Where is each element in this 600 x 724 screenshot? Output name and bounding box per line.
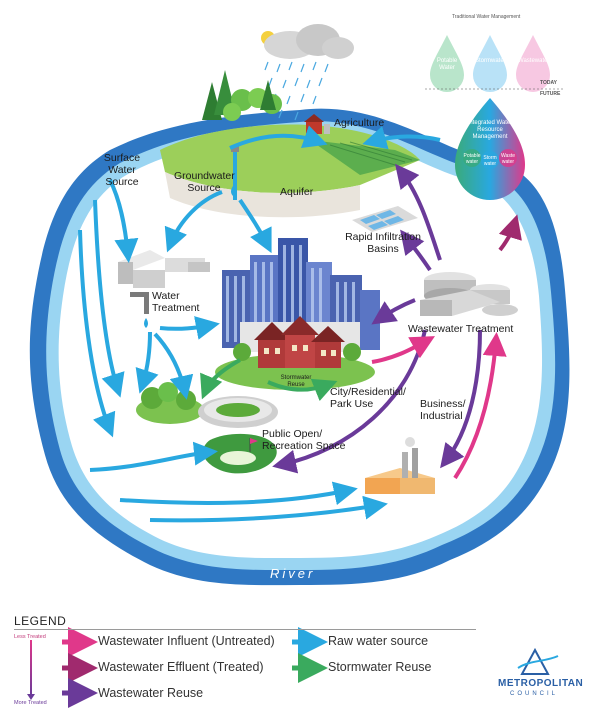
wastewater-treatment-label: Wastewater Treatment (408, 323, 514, 335)
legend-item-stormwater: Stormwater Reuse (328, 660, 432, 674)
legend-item-effluent: Wastewater Effluent (Treated) (98, 660, 264, 674)
inset-int-drop-potable: Potable water (463, 153, 481, 165)
infiltration-basins-icon (352, 206, 418, 232)
public-open-recreation-label: Public Open/ Recreation Space (262, 428, 346, 452)
golf-course-icon (203, 433, 277, 474)
raw-water-arrows (78, 125, 441, 523)
inset-integrated: Integrated Water Resource Management (467, 120, 513, 140)
groundwater-source-label: Groundwater Source (174, 170, 235, 194)
business-industrial-label: Business/ Industrial (420, 398, 466, 422)
inset-drop-wastewater: Wastewater (518, 58, 550, 64)
legend-swatches (27, 627, 328, 708)
legend-title: LEGEND (14, 614, 67, 628)
wastewater-influent-arrows (371, 332, 507, 480)
inset-int-drop-waste: Waste water (501, 153, 515, 165)
groundwater-well-icon (231, 146, 239, 200)
metropolitan-council-logo (517, 647, 559, 675)
legend-item-influent: Wastewater Influent (Untreated) (98, 634, 275, 648)
logo-name: METROPOLITAN (498, 678, 584, 689)
inset-title: Traditional Water Management (452, 14, 521, 20)
factory-icon (365, 437, 435, 494)
wastewater-effluent-arrows (498, 214, 522, 252)
wastewater-treatment-plant-icon (420, 272, 518, 316)
trees-icon (202, 70, 282, 121)
water-treatment-plant-icon (118, 250, 210, 328)
agriculture-label: Agriculture (334, 117, 385, 129)
surface-water-source-label: Surface Water Source (103, 152, 141, 188)
ground-slab (160, 124, 420, 218)
inset-drop-potable: Potable Water (436, 58, 458, 71)
legend-more-treated: More Treated (14, 700, 47, 706)
stadium-icon (198, 396, 278, 428)
inset-future: FUTURE (540, 91, 561, 97)
river-label: River (270, 566, 315, 581)
inset-drop-stormwater: Stormwater (475, 58, 506, 64)
legend-divider (14, 629, 476, 630)
legend-less-treated: Less Treated (14, 634, 46, 640)
city-residential-park-label: City/Residential/ Park Use (330, 386, 406, 410)
aquifer-label: Aquifer (280, 186, 314, 198)
rapid-infiltration-basins-label: Rapid Infiltration Basins (345, 231, 421, 255)
stormwater-reuse-arrows (200, 358, 338, 402)
inset-today: TODAY (540, 80, 557, 86)
legend-item-reuse: Wastewater Reuse (98, 686, 204, 700)
inset-water-management (425, 35, 565, 200)
inset-int-drop-storm: Storm water (483, 155, 497, 167)
legend-item-raw-water: Raw water source (328, 634, 429, 648)
water-treatment-label: Water Treatment (152, 290, 200, 314)
stormwater-reuse-small-label: Stormwater Reuse (280, 375, 312, 388)
logo-sub: COUNCIL (510, 691, 559, 697)
